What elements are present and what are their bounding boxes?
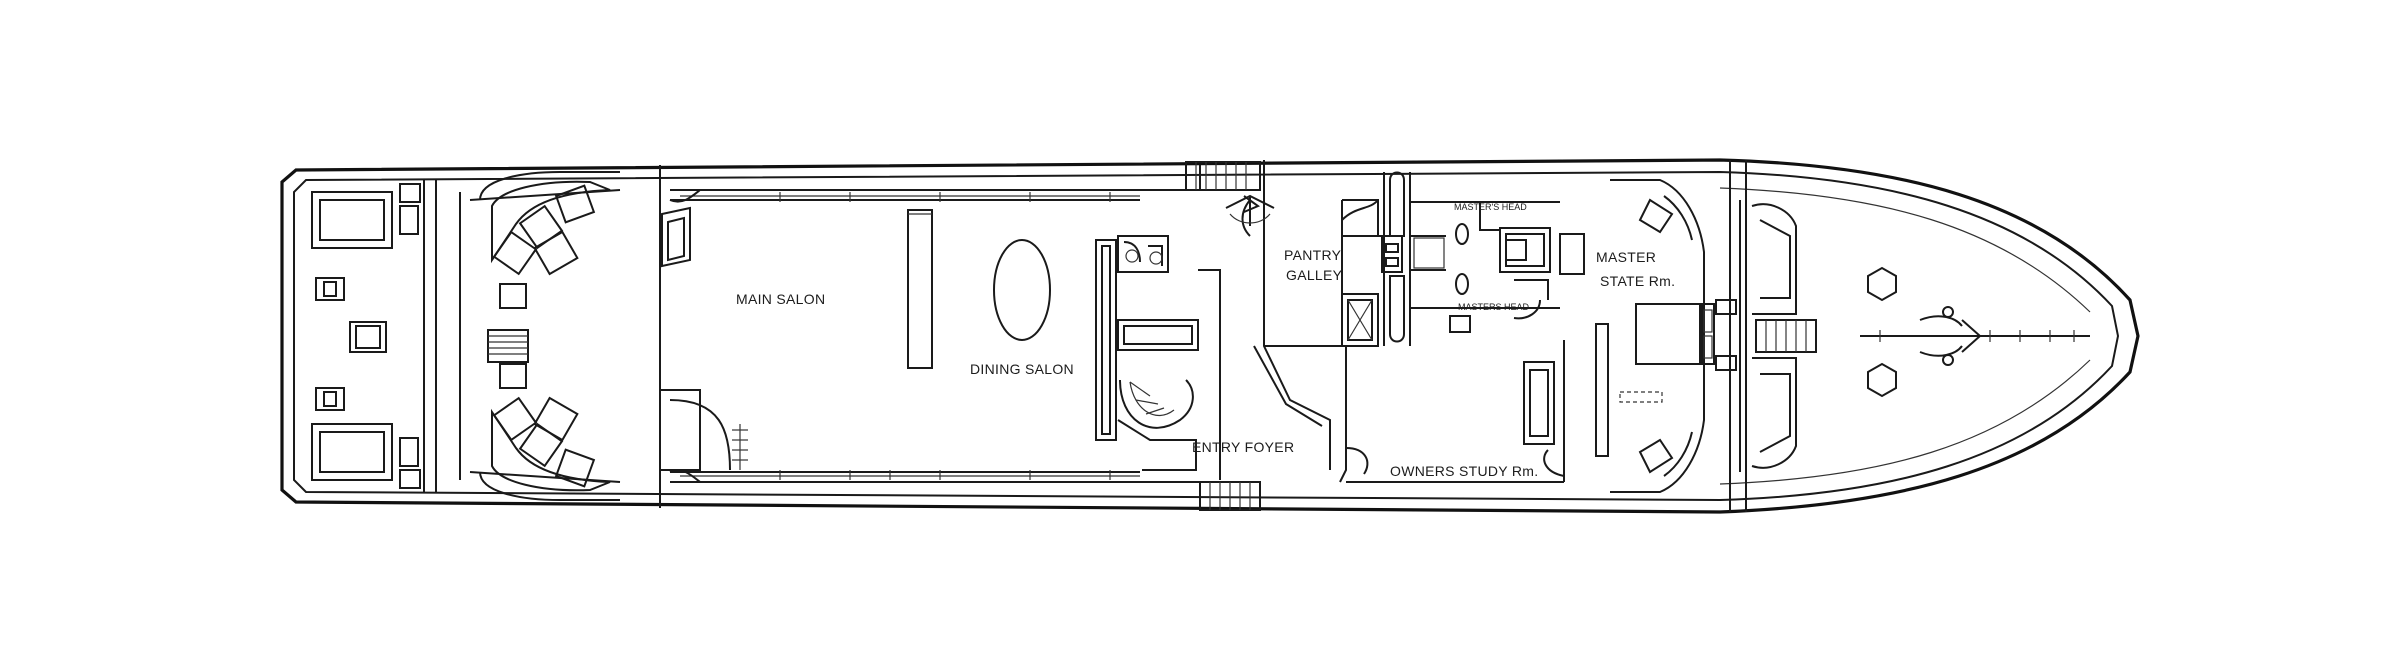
- salon-sideboard-upper: [661, 206, 691, 268]
- settee-upper: [491, 180, 611, 309]
- aft-cockpit-seating: [459, 171, 621, 501]
- label-master-state-rm: STATE Rm.: [1600, 273, 1675, 289]
- label-galley: GALLEY: [1286, 267, 1343, 283]
- settee-lower: [491, 363, 611, 492]
- aft-stairs: [487, 329, 529, 363]
- helm-mark: [1225, 194, 1275, 226]
- masters-heads: [1383, 171, 1585, 346]
- label-masters-head-lower: MASTERS HEAD: [1458, 302, 1530, 312]
- foredeck-hatches: [1867, 266, 1897, 398]
- dining-table: [993, 239, 1051, 341]
- owners-study: [1339, 323, 1609, 483]
- aft-deck: [311, 180, 437, 492]
- window-mullions-lower: [779, 470, 1111, 480]
- study-sofa: [1523, 361, 1555, 445]
- room-labels: MAIN SALON DINING SALON ENTRY FOYER PANT…: [736, 202, 1675, 479]
- label-master: MASTER: [1596, 249, 1656, 265]
- salon-divider: [907, 209, 933, 369]
- label-dining-salon: DINING SALON: [970, 361, 1074, 377]
- label-owners-study: OWNERS STUDY Rm.: [1390, 463, 1538, 479]
- forward-bulkhead: [1729, 160, 1817, 512]
- aft-deck-chair: [315, 277, 345, 301]
- salon-stairs: [660, 389, 748, 471]
- anchor-windlass: [1860, 306, 2090, 366]
- master-bed: [1635, 303, 1715, 365]
- entry-foyer-stairs: [1095, 235, 1221, 480]
- window-mullions-upper: [779, 192, 1111, 202]
- label-pantry: PANTRY: [1284, 247, 1342, 263]
- pantry-galley: [1253, 160, 1403, 470]
- boarding-steps-upper: [1185, 161, 1261, 237]
- boarding-steps-lower: [1199, 481, 1261, 511]
- label-entry-foyer: ENTRY FOYER: [1192, 439, 1294, 455]
- label-main-salon: MAIN SALON: [736, 291, 825, 307]
- aft-deck-chair: [315, 387, 345, 411]
- hull-outline: [280, 158, 2140, 514]
- label-masters-head-upper: MASTER'S HEAD: [1454, 202, 1527, 212]
- master-stateroom: [1610, 179, 1741, 493]
